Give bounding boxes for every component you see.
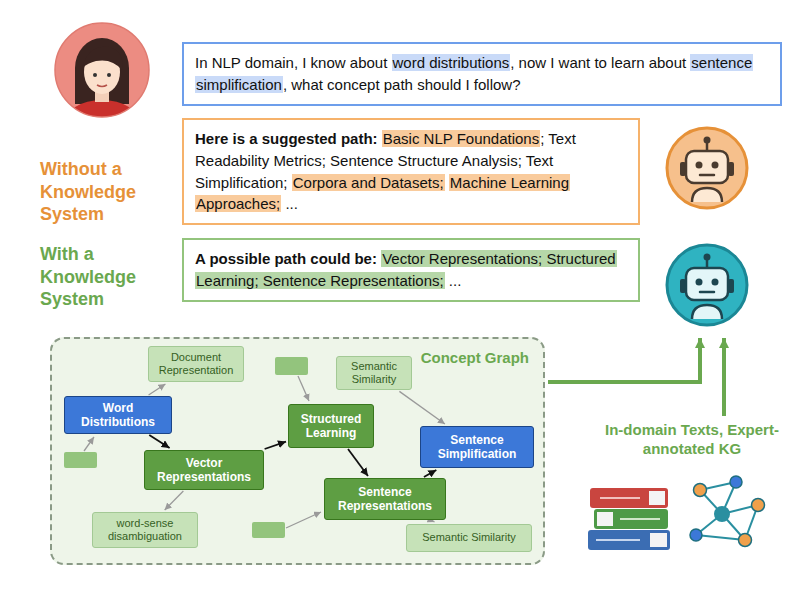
books-icon-part xyxy=(600,497,640,499)
concept-arrow xyxy=(399,391,445,424)
robot-icon-part xyxy=(692,188,722,202)
user-avatar-part xyxy=(97,85,107,87)
robot-icon-part xyxy=(704,137,711,144)
source-label: In-domain Texts, Expert-annotated KG xyxy=(592,421,792,459)
robot-icon-part xyxy=(692,305,722,319)
robot-icon-part xyxy=(700,291,714,294)
robot-icon-part xyxy=(667,128,747,208)
node-text: word-sense disambiguation xyxy=(98,517,192,543)
network-icon-part xyxy=(739,534,752,547)
concept-arrow xyxy=(165,491,184,510)
question-bubble: In NLP domain, I know about word distrib… xyxy=(182,42,782,106)
row-label: With a Knowledge System xyxy=(40,243,165,311)
books-icon-part xyxy=(590,488,668,508)
row-label: Without a Knowledge System xyxy=(40,158,165,226)
robot-icon-part xyxy=(700,174,714,177)
node-text: Structured Learning xyxy=(294,412,368,441)
robot-icon-part xyxy=(696,162,703,169)
robot-icon-part xyxy=(712,162,719,169)
network-icon-part xyxy=(752,499,765,512)
concept-node: Vector Representations xyxy=(144,450,264,490)
bold-lead: Here is a suggested path: xyxy=(195,130,378,147)
node-text: Word Distributions xyxy=(70,401,166,430)
node-text: Semantic Similarity xyxy=(412,531,526,544)
node-text: Here is a suggested path: Basic NLP Foun… xyxy=(195,128,627,215)
robot-icon xyxy=(667,245,747,325)
concept-arrow xyxy=(348,449,368,476)
user-avatar-part xyxy=(64,100,140,148)
highlight: word distributions xyxy=(392,54,511,71)
network-icon-part xyxy=(694,484,707,497)
answer-box: Here is a suggested path: Basic NLP Foun… xyxy=(182,118,640,225)
stub-link-part xyxy=(286,512,321,528)
books-icon-part xyxy=(588,530,670,550)
concept-arrow xyxy=(265,442,286,449)
robot-icon xyxy=(667,128,747,208)
books-icon-part xyxy=(620,518,660,520)
robot-icon-part xyxy=(686,151,728,183)
label-holder: In-domain Texts, Expert-annotated KG xyxy=(592,421,792,459)
region-title: Concept Graph xyxy=(421,349,529,366)
feed-arrow-part xyxy=(722,338,726,416)
user-avatar-part xyxy=(93,73,97,77)
concept-arrow xyxy=(432,521,434,522)
network-icon-part xyxy=(696,535,745,540)
concept-arrow xyxy=(149,384,166,395)
stub-link-part xyxy=(84,437,94,451)
network-icon-part xyxy=(714,506,730,522)
user-avatar-part xyxy=(82,47,123,70)
robot-icon-part xyxy=(704,254,711,261)
highlight: Corpora and Datasets; xyxy=(292,174,445,191)
network-icon-part xyxy=(690,529,702,541)
label-holder: With a Knowledge System xyxy=(40,243,165,311)
concept-graph-region: Concept Graph Document RepresentationWord… xyxy=(50,337,545,565)
concept-arrow xyxy=(149,435,169,448)
concept-node: Semantic Similarity xyxy=(406,524,532,552)
books-icon xyxy=(588,488,670,550)
concept-node: Sentence Representations xyxy=(324,478,446,520)
user-avatar xyxy=(55,23,149,148)
concept-node: Sentence Simplification xyxy=(420,426,534,468)
node-text: Sentence Simplification xyxy=(426,433,528,462)
user-avatar-part xyxy=(107,73,111,77)
node-text: Vector Representations xyxy=(150,456,258,485)
user-avatar-part xyxy=(55,23,149,117)
books-icon-part xyxy=(649,491,665,505)
node-text: In NLP domain, I know about word distrib… xyxy=(195,52,769,96)
network-icon-part xyxy=(730,476,742,488)
user-avatar-part xyxy=(55,23,149,148)
concept-arrow xyxy=(424,470,436,477)
concept-node: Structured Learning xyxy=(288,404,374,448)
feed-arrow-part xyxy=(548,338,700,382)
books-icon-part xyxy=(597,512,613,526)
books-icon-part xyxy=(596,539,640,541)
answer-box: A possible path could be: Vector Represe… xyxy=(182,238,640,302)
concept-node: Semantic Similarity xyxy=(336,356,412,390)
robot-icon-part xyxy=(667,245,747,325)
node-text: Semantic Similarity xyxy=(342,360,406,386)
highlight: Basic NLP Foundations xyxy=(382,130,540,147)
stub-link-part xyxy=(298,376,309,401)
concept-node: Document Representation xyxy=(148,346,244,382)
region-fill xyxy=(50,337,545,565)
concept-node: Word Distributions xyxy=(64,396,172,434)
stub-node-part xyxy=(275,357,308,375)
network-icon xyxy=(690,476,765,547)
books-icon-part xyxy=(650,533,667,547)
robot-icon-part xyxy=(686,268,728,300)
bold-lead: A possible path could be: xyxy=(195,250,377,267)
concept-node: word-sense disambiguation xyxy=(92,512,198,548)
stub-node-part xyxy=(252,522,285,538)
robot-icon-part xyxy=(696,279,703,286)
node-text: A possible path could be: Vector Represe… xyxy=(195,248,627,292)
feed-arrow xyxy=(548,338,724,416)
stub-node-part xyxy=(64,452,97,468)
books-icon-part xyxy=(594,509,668,529)
node-text: Sentence Representations xyxy=(330,485,440,514)
robot-icon-part xyxy=(712,279,719,286)
stub-node xyxy=(64,357,308,538)
label-holder: Without a Knowledge System xyxy=(40,158,165,226)
node-text: Document Representation xyxy=(154,351,238,377)
